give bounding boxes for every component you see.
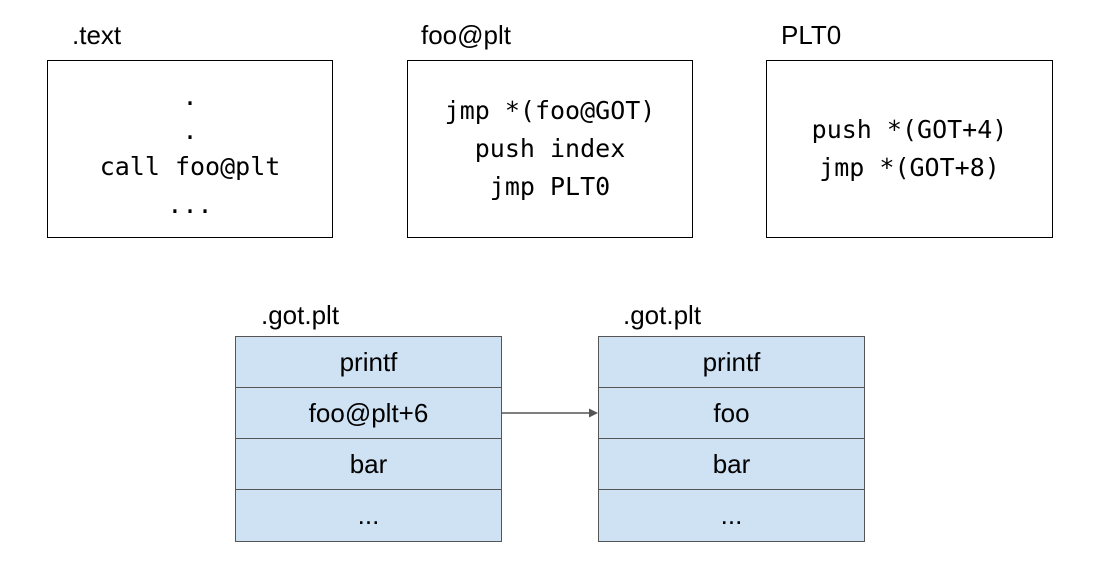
arrow-head — [589, 408, 598, 418]
plt-entry-box: jmp *(foo@GOT) push index jmp PLT0 — [407, 60, 693, 238]
table-row: printf — [599, 337, 864, 388]
plt-entry-title: foo@plt — [421, 20, 511, 50]
text-section-box: . . call foo@plt ... — [47, 60, 333, 238]
table-row: bar — [599, 439, 864, 490]
plt0-title: PLT0 — [781, 20, 842, 50]
code-line: call foo@plt — [99, 152, 281, 181]
code-line: push index — [474, 134, 626, 163]
code-line: . — [182, 82, 198, 111]
code-line: push *(GOT+4) — [811, 115, 1008, 144]
plt0-box: push *(GOT+4) jmp *(GOT+8) — [766, 60, 1053, 238]
table-row: foo@plt+6 — [236, 388, 501, 439]
code-line: ... — [167, 190, 213, 219]
got-after-table: printf foo bar ... — [598, 336, 865, 542]
table-row: foo — [599, 388, 864, 439]
table-row: bar — [236, 439, 501, 490]
table-row: ... — [357, 500, 380, 530]
code-line: jmp *(GOT+8) — [819, 153, 1000, 182]
text-section-title: .text — [72, 20, 122, 50]
code-line: jmp *(foo@GOT) — [444, 96, 656, 125]
got-after-title: .got.plt — [623, 300, 702, 330]
got-before-table: printf foo@plt+6 bar ... — [235, 336, 502, 542]
got-before-title: .got.plt — [261, 300, 340, 330]
code-line: jmp PLT0 — [489, 172, 611, 201]
table-row: printf — [236, 337, 501, 388]
table-row: ... — [720, 500, 743, 530]
code-line: . — [182, 116, 198, 145]
